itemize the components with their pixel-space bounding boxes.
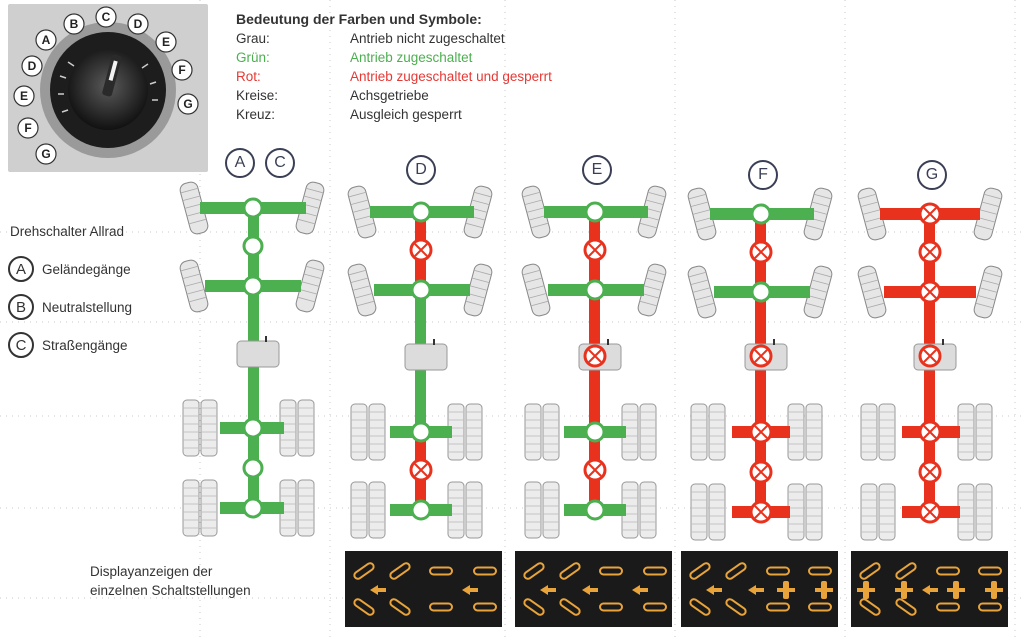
legend-key: Rot:: [236, 69, 261, 84]
legend-value: Ausgleich gesperrt: [350, 107, 462, 122]
legend-key: Kreuz:: [236, 107, 276, 122]
knob-label: D: [134, 17, 143, 31]
legend-row: Kreuz: Ausgleich gesperrt: [236, 105, 656, 124]
column-label-f: F: [748, 160, 778, 190]
diagram-ac: [178, 180, 326, 536]
knob-label: D: [28, 59, 37, 73]
column-label-g: G: [917, 160, 947, 190]
side-item-label: Neutralstellung: [42, 299, 133, 315]
side-item-a: A Geländegänge: [8, 256, 131, 282]
display-f: [681, 551, 838, 627]
knob-label: F: [178, 63, 185, 77]
legend-value: Achsgetriebe: [350, 88, 429, 103]
side-item-c: C Straßengänge: [8, 332, 128, 358]
legend-value: Antrieb zugeschaltet und gesperrt: [350, 69, 552, 84]
legend-row: Grau: Antrieb nicht zugeschaltet: [236, 29, 656, 48]
rotary-switch-image: A B C D E F G D E F G: [8, 4, 208, 172]
diagram-g: [856, 186, 1004, 540]
column-label-a: A: [225, 148, 255, 178]
legend-value: Antrieb zugeschaltet: [350, 50, 473, 65]
knob-label: C: [102, 10, 111, 24]
legend-key: Grün:: [236, 50, 270, 65]
display-d: [345, 551, 502, 627]
legend-value: Antrieb nicht zugeschaltet: [350, 31, 505, 46]
knob-label: B: [70, 17, 79, 31]
side-heading: Drehschalter Allrad: [10, 224, 125, 239]
side-item-label: Geländegänge: [42, 261, 131, 277]
legend-row: Grün: Antrieb zugeschaltet: [236, 48, 656, 67]
side-item-label: Straßengänge: [42, 337, 128, 353]
knob-label: G: [41, 147, 50, 161]
display-caption: Displayanzeigen der einzelnen Schaltstel…: [90, 564, 251, 598]
knob-label: G: [183, 97, 192, 111]
side-item-b: B Neutralstellung: [8, 294, 132, 320]
side-item-letter: C: [8, 332, 34, 358]
knob-label: A: [42, 33, 51, 47]
legend-title: Bedeutung der Farben und Symbole:: [236, 11, 482, 27]
diagram-e: [520, 184, 668, 538]
legend-row: Kreise: Achsgetriebe: [236, 86, 656, 105]
legend-key: Kreise:: [236, 88, 279, 103]
knob-label: E: [20, 89, 28, 103]
legend-key: Grau:: [236, 31, 270, 46]
diagram-f: [686, 186, 834, 540]
side-item-letter: A: [8, 256, 34, 282]
column-label-d: D: [406, 155, 436, 185]
display-g: [851, 551, 1008, 627]
legend-row: Rot: Antrieb zugeschaltet und gesperrt: [236, 67, 656, 86]
diagram-d: [346, 184, 494, 538]
column-label-c: C: [265, 148, 295, 178]
column-label-e: E: [582, 155, 612, 185]
display-e: [515, 551, 672, 627]
knob-label: E: [162, 35, 170, 49]
color-legend: Bedeutung der Farben und Symbole: Grau: …: [236, 10, 656, 124]
knob-label: F: [24, 121, 31, 135]
side-item-letter: B: [8, 294, 34, 320]
